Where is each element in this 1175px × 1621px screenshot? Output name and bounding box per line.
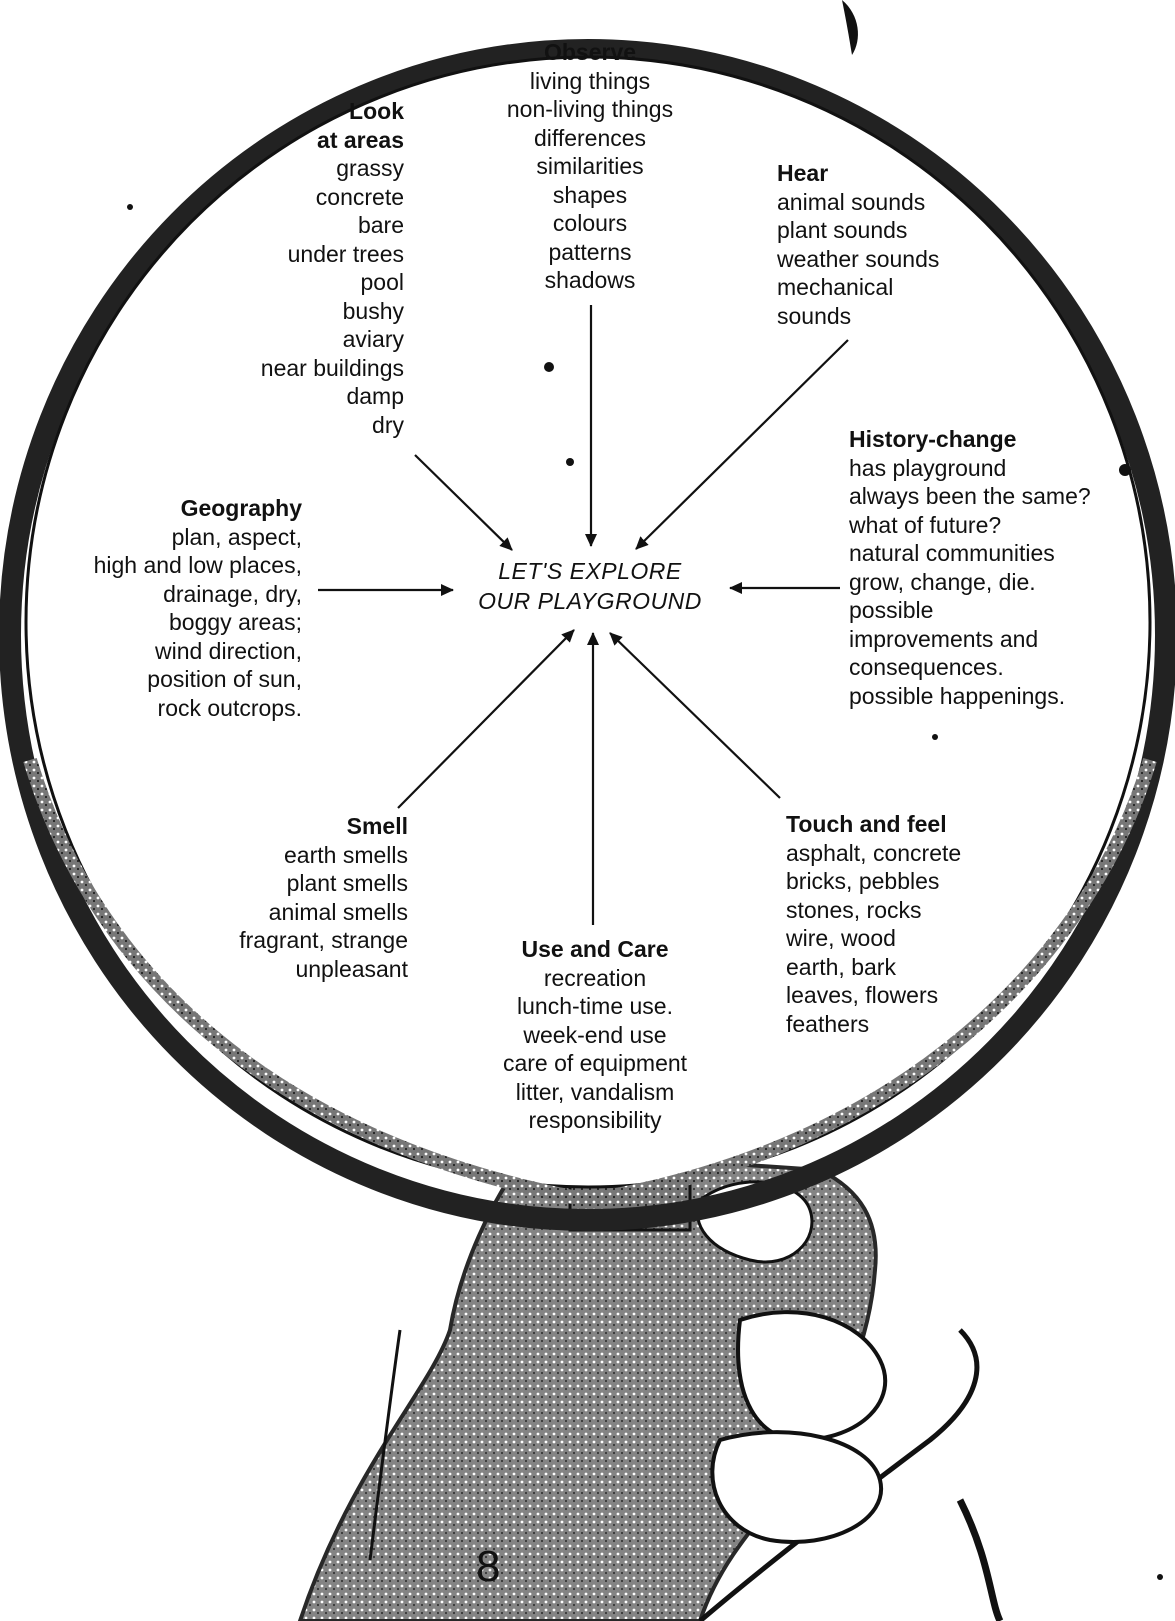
- geography-block: Geography plan, aspect, high and low pla…: [30, 494, 302, 722]
- hear-item: plant sounds: [777, 216, 1007, 245]
- geography-item: high and low places,: [30, 551, 302, 580]
- smell-item: animal smells: [180, 898, 408, 927]
- history-item: improvements and: [849, 625, 1149, 654]
- touch-item: asphalt, concrete: [786, 839, 1026, 868]
- look-item: under trees: [170, 240, 404, 269]
- look-item: bushy: [170, 297, 404, 326]
- geography-heading: Geography: [30, 494, 302, 523]
- use-care-item: care of equipment: [470, 1049, 720, 1078]
- smell-item: plant smells: [180, 869, 408, 898]
- touch-item: leaves, flowers: [786, 981, 1026, 1010]
- geography-item: drainage, dry,: [30, 580, 302, 609]
- history-heading: History-change: [849, 425, 1149, 454]
- geography-item: plan, aspect,: [30, 523, 302, 552]
- observe-item: non-living things: [470, 95, 710, 124]
- use-care-item: week-end use: [470, 1021, 720, 1050]
- observe-block: Observe living things non-living things …: [470, 38, 710, 295]
- geography-item: rock outcrops.: [30, 694, 302, 723]
- look-item: near buildings: [170, 354, 404, 383]
- hear-item: sounds: [777, 302, 1007, 331]
- touch-block: Touch and feel asphalt, concrete bricks,…: [786, 810, 1026, 1038]
- use-care-item: recreation: [470, 964, 720, 993]
- history-item: possible: [849, 596, 1149, 625]
- touch-heading: Touch and feel: [786, 810, 1026, 839]
- center-title-line-2: OUR PLAYGROUND: [440, 586, 740, 616]
- touch-item: stones, rocks: [786, 896, 1026, 925]
- history-item: what of future?: [849, 511, 1149, 540]
- touch-item: feathers: [786, 1010, 1026, 1039]
- use-care-item: litter, vandalism: [470, 1078, 720, 1107]
- observe-item: living things: [470, 67, 710, 96]
- hear-heading: Hear: [777, 159, 1007, 188]
- observe-item: patterns: [470, 238, 710, 267]
- use-care-heading: Use and Care: [470, 935, 720, 964]
- history-item: consequences.: [849, 653, 1149, 682]
- use-care-block: Use and Care recreation lunch-time use. …: [470, 935, 720, 1135]
- look-item: bare: [170, 211, 404, 240]
- look-item: grassy: [170, 154, 404, 183]
- hear-item: mechanical: [777, 273, 1007, 302]
- observe-item: shadows: [470, 266, 710, 295]
- look-item: dry: [170, 411, 404, 440]
- history-item: grow, change, die.: [849, 568, 1149, 597]
- hear-block: Hear animal sounds plant sounds weather …: [777, 159, 1007, 330]
- observe-item: shapes: [470, 181, 710, 210]
- look-item: pool: [170, 268, 404, 297]
- use-care-item: lunch-time use.: [470, 992, 720, 1021]
- look-block: Look at areas grassy concrete bare under…: [170, 97, 404, 439]
- history-item: has playground: [849, 454, 1149, 483]
- geography-item: position of sun,: [30, 665, 302, 694]
- geography-item: boggy areas;: [30, 608, 302, 637]
- touch-item: wire, wood: [786, 924, 1026, 953]
- use-care-item: responsibility: [470, 1106, 720, 1135]
- smell-item: fragrant, strange: [180, 926, 408, 955]
- smell-item: unpleasant: [180, 955, 408, 984]
- history-item: always been the same?: [849, 482, 1149, 511]
- look-item: damp: [170, 382, 404, 411]
- history-item: natural communities: [849, 539, 1149, 568]
- observe-heading: Observe: [470, 38, 710, 67]
- hear-item: animal sounds: [777, 188, 1007, 217]
- center-title-line-1: LET'S EXPLORE: [440, 556, 740, 586]
- observe-item: differences: [470, 124, 710, 153]
- page-number: 8: [476, 1542, 500, 1592]
- smell-block: Smell earth smells plant smells animal s…: [180, 812, 408, 983]
- smell-heading: Smell: [180, 812, 408, 841]
- history-block: History-change has playground always bee…: [849, 425, 1149, 710]
- observe-item: similarities: [470, 152, 710, 181]
- look-item: aviary: [170, 325, 404, 354]
- look-heading-2: at areas: [170, 126, 404, 155]
- touch-item: earth, bark: [786, 953, 1026, 982]
- touch-item: bricks, pebbles: [786, 867, 1026, 896]
- history-item: possible happenings.: [849, 682, 1149, 711]
- look-item: concrete: [170, 183, 404, 212]
- geography-item: wind direction,: [30, 637, 302, 666]
- smell-item: earth smells: [180, 841, 408, 870]
- observe-item: colours: [470, 209, 710, 238]
- center-title: LET'S EXPLORE OUR PLAYGROUND: [440, 556, 740, 616]
- hear-item: weather sounds: [777, 245, 1007, 274]
- look-heading: Look: [170, 97, 404, 126]
